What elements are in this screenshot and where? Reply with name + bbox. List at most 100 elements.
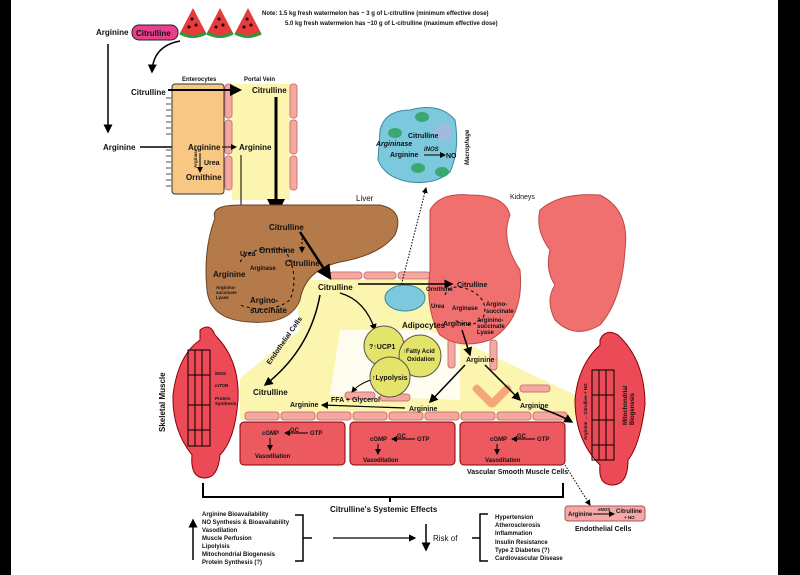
kidney-left <box>428 194 522 345</box>
muscle-citrulline: Citrulline <box>253 388 288 397</box>
vessel-citrulline: Citrulline <box>318 283 353 292</box>
svg-text:GTP: GTP <box>417 437 429 443</box>
liver-citrulline-top: Citrulline <box>269 223 304 232</box>
svg-text:Muscle Perfusion: Muscle Perfusion <box>202 536 252 542</box>
vsmc-label: Vascular Smooth Muscle Cells <box>467 469 568 476</box>
svg-text:GC: GC <box>290 428 300 434</box>
kidney-arginine: Arginine <box>443 321 471 328</box>
svg-text:Protein Synthesis (?): Protein Synthesis (?) <box>202 560 262 566</box>
ucp1-text: ?↑UCP1 <box>369 344 396 351</box>
endo-citrulline: Citrulline <box>616 509 643 515</box>
portal-citrulline: Citrulline <box>252 86 287 95</box>
endo-arginine: Arginine <box>568 512 593 518</box>
sarcomere-icon <box>187 349 211 447</box>
svg-text:GTP: GTP <box>310 431 322 437</box>
svg-text:Insulin Resistance: Insulin Resistance <box>495 540 548 546</box>
liver-ornithine: Ornithine <box>259 246 295 255</box>
risk-of-label: Risk of <box>433 534 458 543</box>
vsmc-cell-2: cGMP GC GTP Vasodilation <box>349 421 456 466</box>
microvilli <box>166 97 172 187</box>
kidney-citrulline: Citrulline <box>457 282 487 289</box>
small-macrophage <box>384 284 426 312</box>
note-line-2: 5.0 kg fresh watermelon has ~10 g of L-c… <box>285 21 498 27</box>
kidney-right <box>538 194 627 332</box>
liver <box>205 204 399 323</box>
right-border <box>778 0 800 575</box>
vessel-arginine-left: Arginine <box>290 402 318 409</box>
macrophage-citrulline: Citrulline <box>408 133 438 140</box>
liver-urea: Urea <box>240 251 256 258</box>
endothelial-cells-box-label: Endothelial Cells <box>575 526 632 533</box>
left-border <box>0 0 11 575</box>
macrophage-argininase: Argininase <box>375 141 412 148</box>
adipocyte-lipolysis <box>369 356 411 398</box>
enterocytes-label: Enterocytes <box>182 77 217 83</box>
diverging-cells <box>472 384 512 408</box>
vessel-arginine-center: Arginine <box>409 406 437 413</box>
skeletal-mtor: mTOR <box>215 383 229 388</box>
arginine-input: Arginine <box>103 143 136 152</box>
endo-no: + NO <box>624 515 635 520</box>
svg-text:Lipolyisis: Lipolyisis <box>202 544 230 550</box>
svg-text:Vasodilation: Vasodilation <box>255 454 291 460</box>
svg-text:GC: GC <box>517 434 527 440</box>
svg-text:GTP: GTP <box>537 437 549 443</box>
kidney-urea: Urea <box>431 304 445 310</box>
macrophage-label: Macrophage <box>465 129 471 165</box>
macrophage-arginine: Arginine <box>390 152 418 159</box>
svg-text:NO Synthesis & Bioavailability: NO Synthesis & Bioavailability <box>202 520 290 526</box>
liver-arginine: Arginine <box>213 270 246 279</box>
enterocyte-arginase: Arginase <box>193 148 198 168</box>
svg-text:cGMP: cGMP <box>262 431 279 437</box>
svg-text:Vasodilation: Vasodilation <box>202 528 238 534</box>
portal-vein-label: Portal Vein <box>244 77 275 83</box>
endo-enos: eNOS <box>598 507 610 512</box>
adipocytes-label: Adipocytes <box>402 321 446 330</box>
right-muscle-mito: MitochondrialBiogenesis <box>623 385 636 425</box>
svg-text:Mitochondrial Biogenesis: Mitochondrial Biogenesis <box>202 552 276 558</box>
svg-text:GC: GC <box>397 434 407 440</box>
macrophage-no: NO <box>446 153 457 160</box>
right-muscle-enos-reaction: Arginine → Citrulline + NO <box>583 383 588 440</box>
enterocyte-ornithine: Ornithine <box>186 173 222 182</box>
portal-arginine: Arginine <box>239 143 272 152</box>
watermelon-icon <box>179 8 262 38</box>
risk-list: Hypertension Atherosclerosis Inflammatio… <box>495 515 563 562</box>
svg-text:Cardiovascular Disease: Cardiovascular Disease <box>495 556 563 562</box>
citrulline-pill <box>131 24 179 41</box>
skeletal-inos: iNOS <box>215 371 226 376</box>
svg-text:Hypertension: Hypertension <box>495 515 534 521</box>
increase-list: Arginine Bioavailability NO Synthesis & … <box>202 512 290 566</box>
svg-text:Vasodilation: Vasodilation <box>485 458 521 464</box>
citrulline-pill-label: Citrulline <box>136 29 171 38</box>
portal-vein <box>232 84 290 200</box>
svg-text:Inflammation: Inflammation <box>495 531 533 537</box>
liver-label: Liver <box>356 194 374 203</box>
vsmc-cell-1: cGMP GC GTP Vasodilation <box>239 421 346 466</box>
ffa-glycerol: FFA + Glycerol <box>331 397 380 404</box>
adipocyte-fao <box>398 334 442 378</box>
enterocyte-arginine: Arginine <box>188 143 221 152</box>
note-line-1: Note: 1.5 kg fresh watermelon has ~ 3 g … <box>262 11 489 17</box>
endothelial-wall-cells <box>244 271 568 421</box>
skeletal-muscle-label: Skeletal Muscle <box>158 372 167 432</box>
svg-text:cGMP: cGMP <box>370 437 387 443</box>
enterocytes <box>171 83 225 195</box>
effects-bracket <box>202 483 564 498</box>
vessel-arginine-kidney: Arginine <box>466 357 494 364</box>
dietary-arginine: Arginine <box>96 28 129 37</box>
svg-text:Vasodilation: Vasodilation <box>363 458 399 464</box>
sarcomere-icon <box>591 369 615 461</box>
liver-citrulline-cycle: Citrulline <box>285 259 320 268</box>
liver-argininosuccinate: Argino-succinate <box>250 296 287 315</box>
vessel-wall-cells <box>224 83 298 191</box>
kidney-arginase: Arginase <box>452 306 478 312</box>
liver-arginase: Arginase <box>250 266 276 272</box>
svg-text:Type 2 Diabetes (?): Type 2 Diabetes (?) <box>495 548 550 554</box>
